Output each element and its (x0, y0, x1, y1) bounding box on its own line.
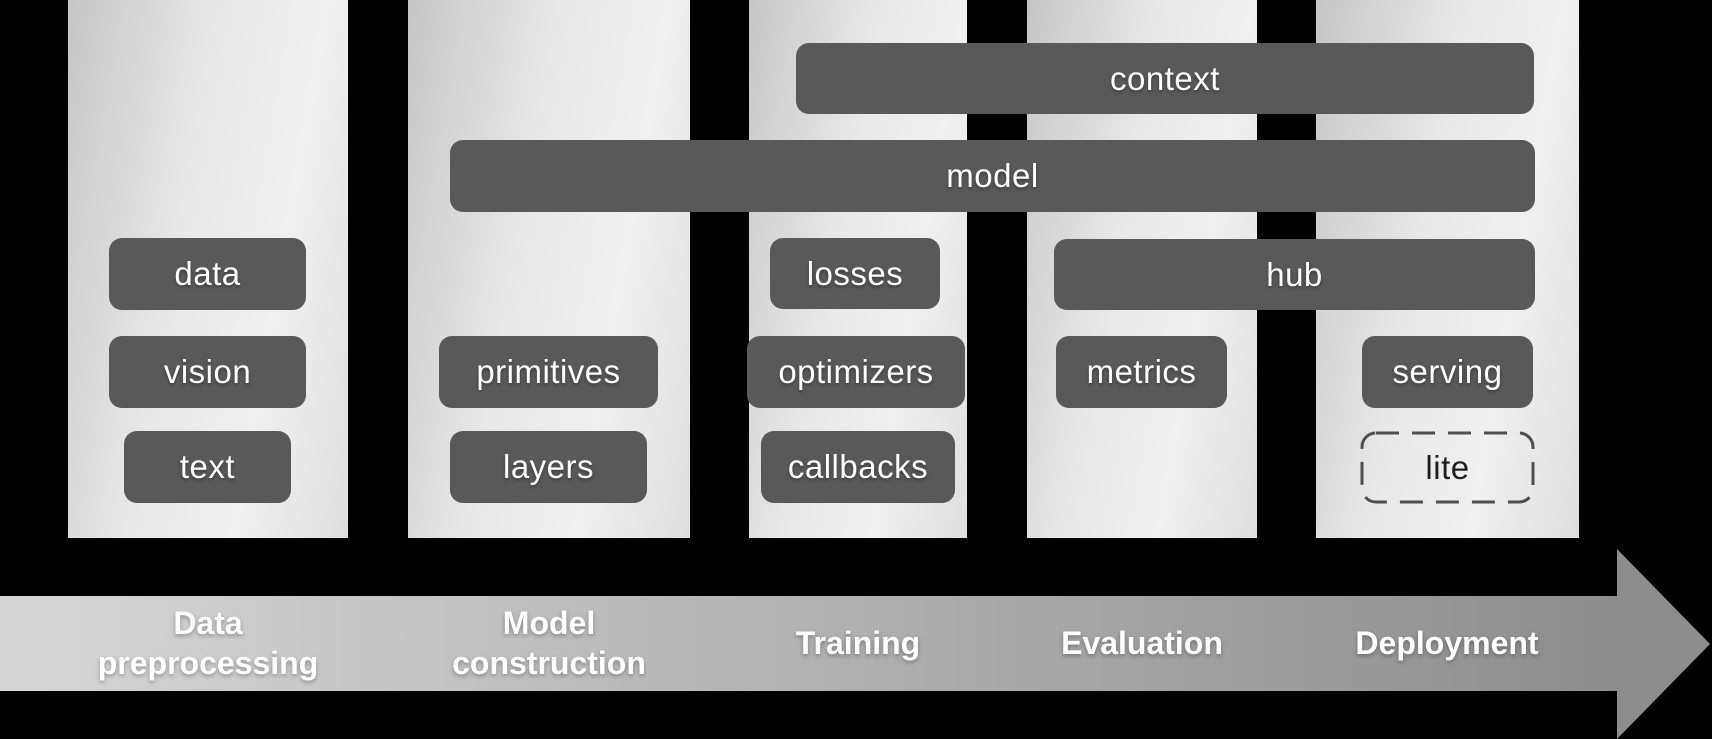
module-label: data (174, 255, 241, 292)
module-bar-model: model (450, 140, 1535, 212)
module-label: model (946, 157, 1039, 194)
module-box-primitives: primitives (439, 336, 658, 408)
module-bar-context: context (796, 43, 1534, 114)
module-label: optimizers (778, 353, 934, 390)
module-label: layers (502, 448, 595, 485)
module-label: context (1110, 59, 1220, 97)
module-box-optimizers: optimizers (747, 336, 965, 408)
pipeline-arrow-band (0, 596, 1617, 691)
module-label: losses (806, 254, 904, 292)
module-box-text: text (124, 431, 291, 503)
module-box-losses: losses (770, 238, 940, 309)
module-label: serving (1392, 353, 1503, 390)
stage-label-training: Training (795, 624, 921, 661)
dashed-outline (1360, 431, 1535, 504)
module-label: vision (163, 353, 252, 390)
module-box-metrics: metrics (1056, 336, 1227, 408)
module-bar-hub: hub (1054, 239, 1535, 310)
stage-label-data-preprocessing: Data preprocessing (97, 605, 319, 681)
module-label: primitives (476, 353, 621, 390)
module-box-callbacks: callbacks (761, 431, 955, 503)
module-box-data: data (109, 238, 306, 310)
stage-label-evaluation: Evaluation (1061, 624, 1223, 661)
module-label: lite (1425, 448, 1470, 486)
module-label: metrics (1086, 353, 1197, 390)
module-box-lite: lite (1360, 431, 1535, 504)
module-box-layers: layers (450, 431, 647, 503)
stage-label-model-construction: Model construction (452, 605, 646, 681)
pipeline-arrow-head (1617, 549, 1710, 739)
module-label: hub (1266, 255, 1323, 293)
module-label: callbacks (787, 448, 929, 485)
module-label: text (179, 448, 236, 485)
stage-label-deployment: Deployment (1355, 624, 1539, 661)
module-box-vision: vision (109, 336, 306, 408)
module-box-serving: serving (1362, 336, 1533, 408)
